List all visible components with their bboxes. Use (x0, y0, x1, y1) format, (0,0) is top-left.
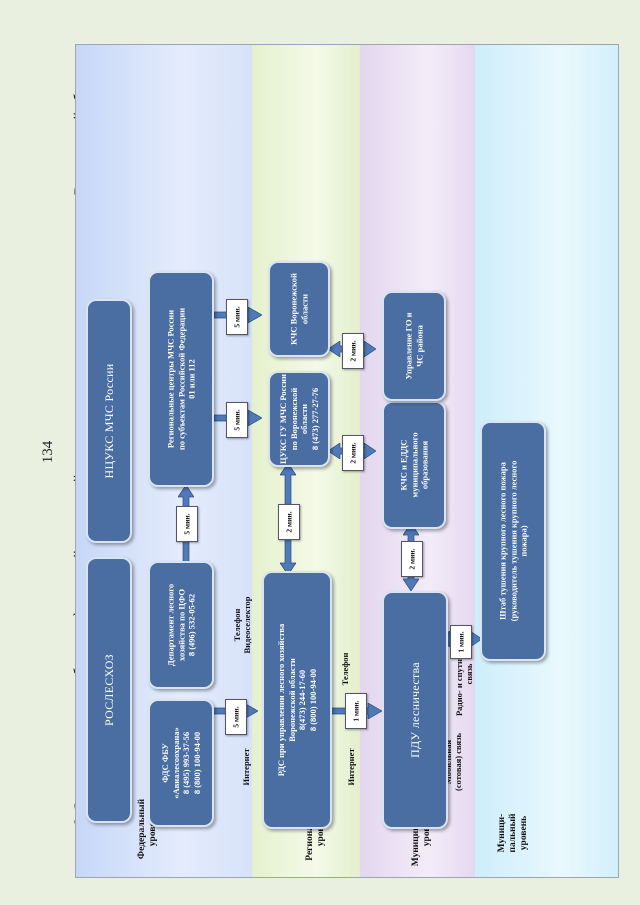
page-number: 134 (40, 440, 56, 464)
level-submunicipal-label: Муници- пальный уровень (497, 813, 529, 853)
interval-badge-pdu-shtab: 1 мин. (450, 625, 472, 659)
node-shtab: Штаб тушения крупного лесного пожара (ру… (480, 421, 546, 661)
interval-badge-depcfo: 5 мин. (176, 506, 198, 542)
interval-badge-kchsobl-upr: 2 мин. (342, 333, 364, 369)
interval-badge-rds-cuks: 2 мин. (278, 504, 300, 540)
node-fds-avialesookhrana: ФДС ФБУ «Авиалесоохрана» 8 (495) 993-37-… (148, 699, 214, 827)
interval-badge-reg-cuks: 5 мин. (226, 402, 248, 438)
channel-internet-1: Интернет (241, 748, 251, 786)
channel-telephone-video: Телефон Видеоселектор (232, 596, 252, 654)
interval-badge-fds-rds: 5 мин. (225, 699, 247, 735)
interval-badge-reg-kchs: 5 мин. (226, 299, 248, 335)
node-pdu: ПДУ лесничества (382, 591, 448, 829)
interval-badge-rds-pdu: 1 мин. (345, 693, 367, 729)
node-cuks: ЦУКС ГУ МЧС России по Воронежской област… (268, 371, 330, 467)
exchange-diagram: Федеральный уровень Региональный уровень… (75, 44, 619, 878)
channel-telephone: Телефон (340, 652, 350, 686)
interval-badge-cuks-kchsedds: 2 мин. (342, 435, 364, 471)
node-kchs-oblast: КЧС Воронежской области (268, 261, 330, 357)
node-kchs-edds: КЧС и ЕДДС муниципального образования (382, 401, 446, 529)
node-regional-centers: Региональные центры МЧС России по субъек… (148, 271, 214, 487)
node-rds: РДС при управлении лесного хозяйства Вор… (262, 571, 332, 829)
node-nczuks: НЦУКС МЧС России (86, 299, 132, 543)
node-roslesozh: РОСЛЕСХОЗ (86, 557, 132, 823)
node-upravlenie-go: Управление ГО и ЧС района (382, 291, 446, 401)
node-department-cfo: Департамент лесного хозяйства по ЦФО 8 (… (148, 561, 214, 689)
channel-internet-2: Интернет (346, 748, 356, 786)
interval-badge-pdu-kchsedds: 2 мин. (401, 541, 423, 577)
